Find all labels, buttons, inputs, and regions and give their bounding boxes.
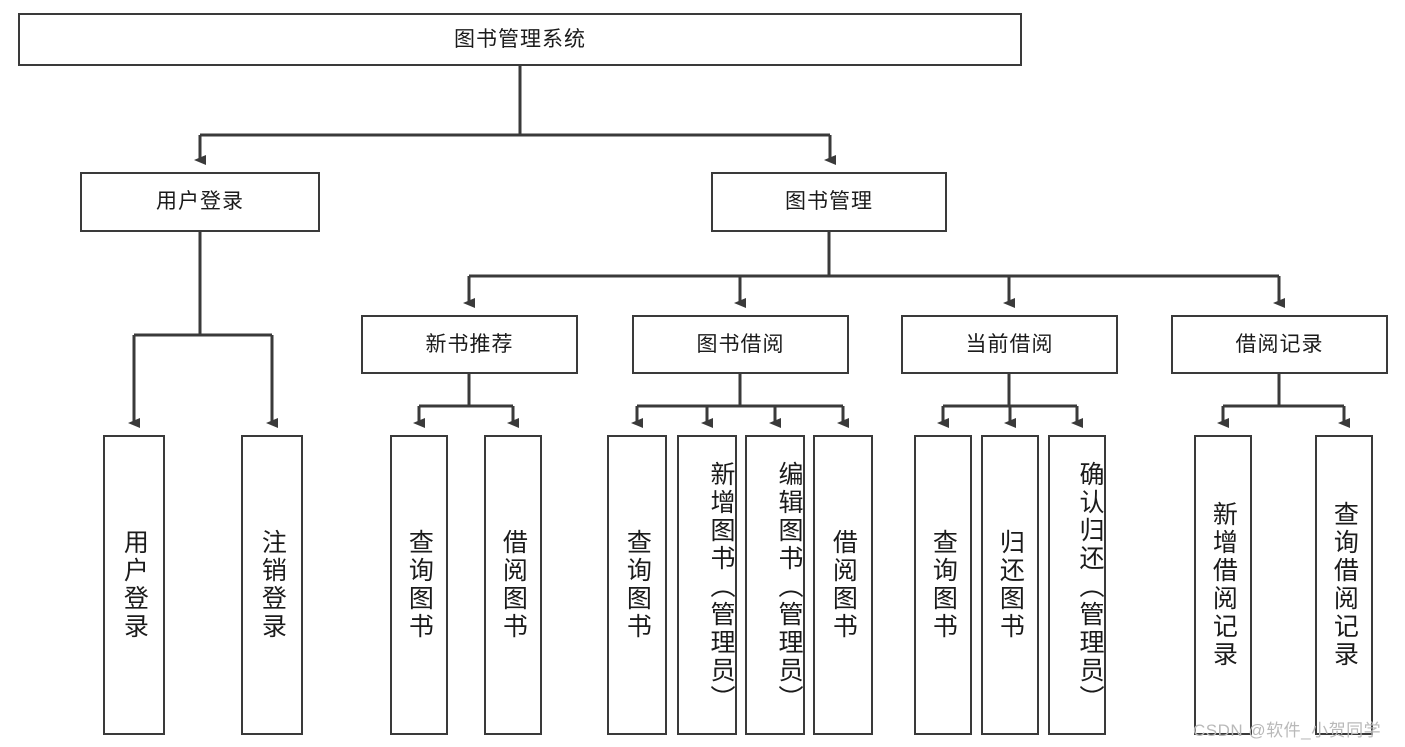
leaf-user-login[interactable]: 用户登录	[103, 435, 165, 735]
node-new-book-recommend[interactable]: 新书推荐	[361, 315, 578, 374]
node-borrow-record[interactable]: 借阅记录	[1171, 315, 1388, 374]
leaf-user-logout[interactable]: 注销登录	[241, 435, 303, 735]
leaf-borrow-book[interactable]: 借阅图书	[813, 435, 873, 735]
leaf-query-book-recommend[interactable]: 查询图书	[390, 435, 448, 735]
node-book-management[interactable]: 图书管理	[711, 172, 947, 232]
node-user-login[interactable]: 用户登录	[80, 172, 320, 232]
leaf-return-book[interactable]: 归还图书	[981, 435, 1039, 735]
leaf-borrow-book-recommend[interactable]: 借阅图书	[484, 435, 542, 735]
leaf-query-borrow-record[interactable]: 查询借阅记录	[1315, 435, 1373, 735]
leaf-confirm-return-admin[interactable]: 确认归还（管理员）	[1048, 435, 1106, 735]
leaf-add-borrow-record[interactable]: 新增借阅记录	[1194, 435, 1252, 735]
leaf-edit-book-admin[interactable]: 编辑图书（管理员）	[745, 435, 805, 735]
node-book-borrow[interactable]: 图书借阅	[632, 315, 849, 374]
node-root-system[interactable]: 图书管理系统	[18, 13, 1022, 66]
node-current-borrow[interactable]: 当前借阅	[901, 315, 1118, 374]
csdn-watermark: CSDN @软件_小贺同学	[1193, 721, 1382, 740]
leaf-add-book-admin[interactable]: 新增图书（管理员）	[677, 435, 737, 735]
leaf-query-book-borrow[interactable]: 查询图书	[607, 435, 667, 735]
leaf-query-book-current[interactable]: 查询图书	[914, 435, 972, 735]
